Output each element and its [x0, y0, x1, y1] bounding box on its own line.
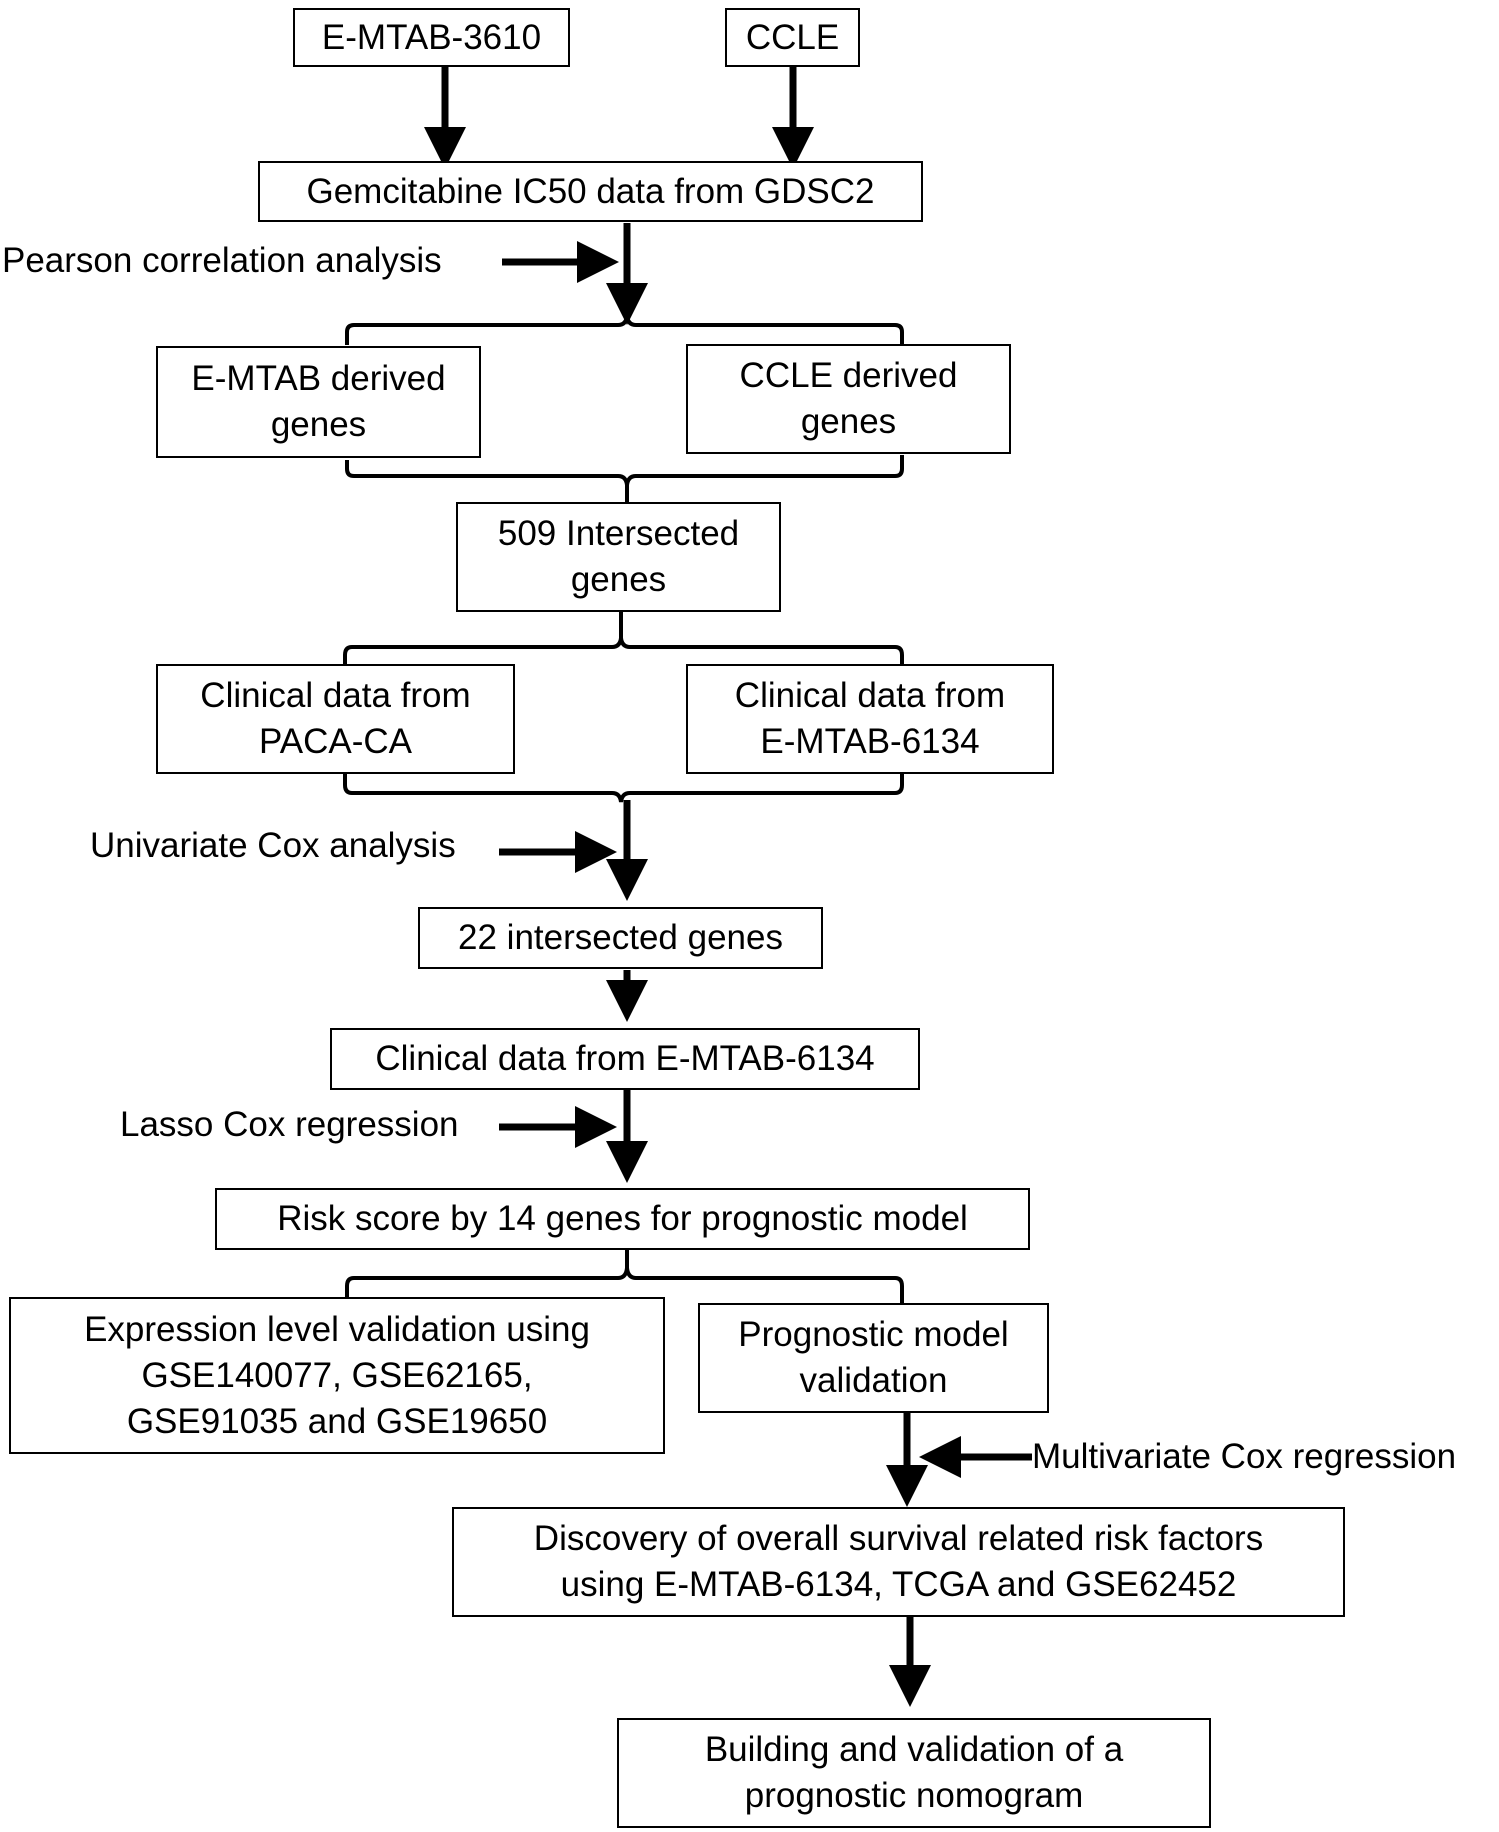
node-22-intersected: 22 intersected genes: [418, 907, 823, 969]
node-text-line: Clinical data from E-MTAB-6134: [375, 1039, 875, 1078]
node-ccle-derived: CCLE derived genes: [686, 344, 1011, 454]
node-gemcitabine: Gemcitabine IC50 data from GDSC2: [258, 161, 923, 222]
bracket-split-validation: [345, 1267, 904, 1303]
node-text-line: Discovery of overall survival related ri…: [533, 1519, 1264, 1558]
node-text-line: 509 Intersected: [497, 514, 740, 553]
node-text-line: Clinical data from: [734, 676, 1006, 715]
label-pearson: Pearson correlation analysis: [2, 241, 442, 280]
label-lasso: Lasso Cox regression: [120, 1105, 459, 1144]
node-text-line: prognostic nomogram: [744, 1776, 1084, 1815]
node-text-line: genes: [800, 402, 897, 441]
node-text-line: validation: [799, 1361, 948, 1400]
node-text-line: 22 intersected genes: [458, 918, 783, 957]
label-univariate: Univariate Cox analysis: [90, 826, 456, 865]
bracket-merge-clinical: [343, 774, 904, 803]
node-text-line: CCLE: [745, 17, 840, 57]
bracket-merge-derived: [345, 455, 904, 486]
node-text-line: genes: [570, 560, 667, 599]
node-509-intersected: 509 Intersected genes: [456, 502, 781, 612]
node-nomogram: Building and validation of a prognostic n…: [617, 1718, 1211, 1828]
node-text-line: GSE140077, GSE62165,: [141, 1355, 533, 1395]
bracket-split-derived: [345, 315, 904, 345]
node-emtab6134-b: Clinical data from E-MTAB-6134: [330, 1028, 920, 1090]
node-text-line: Building and validation of a: [704, 1730, 1124, 1769]
node-text-line: CCLE derived: [739, 356, 958, 395]
label-multivariate: Multivariate Cox regression: [1032, 1437, 1457, 1476]
node-emtab3610: E-MTAB-3610: [293, 8, 570, 67]
node-prognostic: Prognostic model validation: [698, 1303, 1049, 1413]
node-text-line: Risk score by 14 genes for prognostic mo…: [277, 1199, 968, 1238]
node-text-line: PACA-CA: [259, 722, 412, 761]
node-text-line: GSE91035 and GSE19650: [126, 1401, 548, 1441]
bracket-split-clinical: [343, 637, 904, 664]
node-text-line: using E-MTAB-6134, TCGA and GSE62452: [560, 1565, 1237, 1604]
node-riskscore: Risk score by 14 genes for prognostic mo…: [215, 1188, 1030, 1250]
node-ccle: CCLE: [725, 8, 860, 67]
node-text-line: E-MTAB-6134: [760, 722, 980, 761]
node-text-line: Expression level validation using: [84, 1309, 590, 1349]
node-text-line: Clinical data from: [200, 676, 471, 715]
node-text-line: Prognostic model: [738, 1315, 1009, 1354]
node-text-line: E-MTAB derived: [191, 359, 446, 398]
node-text-line: Gemcitabine IC50 data from GDSC2: [306, 171, 875, 211]
node-emtab-derived: E-MTAB derived genes: [156, 346, 481, 458]
node-text-line: E-MTAB-3610: [321, 17, 542, 57]
node-discovery: Discovery of overall survival related ri…: [452, 1507, 1345, 1617]
node-text-line: genes: [270, 405, 367, 444]
